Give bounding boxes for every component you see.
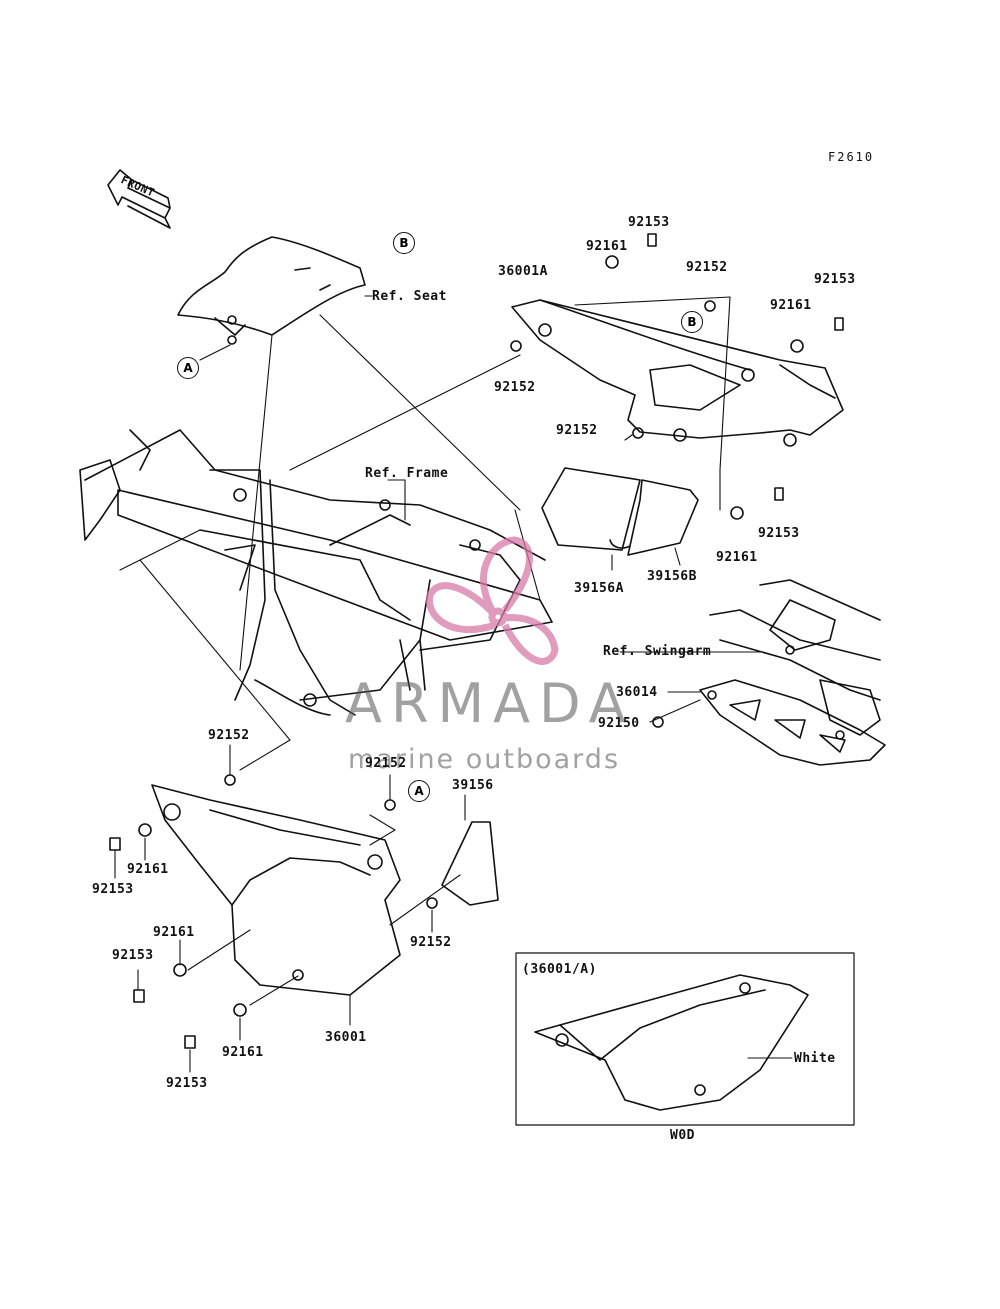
part-92152-left: 92152 <box>208 728 250 743</box>
fasteners <box>109 233 844 1049</box>
part-39156b: 39156B <box>647 569 697 584</box>
ref-frame-label: Ref. Frame <box>365 466 449 481</box>
inset-code: W0D <box>670 1128 695 1143</box>
inset-box <box>515 952 855 1126</box>
part-92161-l1: 92161 <box>127 862 169 877</box>
marker-a-seat: A <box>177 357 199 379</box>
leader-lines <box>114 295 793 1073</box>
ref-seat-label: Ref. Seat <box>372 289 447 304</box>
part-92161-low: 92161 <box>716 550 758 565</box>
watermark-tagline: marine outboards <box>348 744 621 775</box>
marker-b-cover: B <box>681 311 703 333</box>
pad-39156 <box>441 821 499 906</box>
marker-b-seat: B <box>393 232 415 254</box>
pad-39156b <box>627 479 699 556</box>
part-92153-low: 92153 <box>758 526 800 541</box>
part-92152-top: 92152 <box>686 260 728 275</box>
part-92152-center: 92152 <box>494 380 536 395</box>
figure-code: F2610 <box>828 150 875 164</box>
part-92153-right: 92153 <box>814 272 856 287</box>
part-92153-top: 92153 <box>628 215 670 230</box>
propeller-logo-icon <box>425 536 559 665</box>
pad-39156a <box>541 467 641 551</box>
ref-swingarm-label: Ref. Swingarm <box>603 644 712 659</box>
part-39156: 39156 <box>452 778 494 793</box>
seat-ref-outline <box>177 236 366 345</box>
part-92153-l1: 92153 <box>92 882 134 897</box>
part-92152-bot: 92152 <box>410 935 452 950</box>
part-92161-l3: 92161 <box>222 1045 264 1060</box>
part-92150: 92150 <box>598 716 640 731</box>
part-36001: 36001 <box>325 1030 367 1045</box>
part-36001a: 36001A <box>498 264 548 279</box>
chain-guard-36014 <box>699 679 886 766</box>
watermark-brand: ARMADA <box>345 672 635 735</box>
front-arrow-icon <box>107 169 171 229</box>
side-cover-36001a <box>511 299 844 447</box>
part-92153-l3: 92153 <box>166 1076 208 1091</box>
part-36014: 36014 <box>616 685 658 700</box>
part-92153-l2: 92153 <box>112 948 154 963</box>
inset-side-cover <box>534 974 809 1111</box>
part-92152-a: 92152 <box>365 756 407 771</box>
part-92161-l2: 92161 <box>153 925 195 940</box>
part-39156a: 39156A <box>574 581 624 596</box>
part-92161-top: 92161 <box>586 239 628 254</box>
side-cover-36001 <box>151 784 401 996</box>
inset-title: (36001/A) <box>522 962 597 977</box>
marker-a-cover: A <box>408 780 430 802</box>
frame-ref-outline <box>79 429 553 716</box>
part-92152-mid: 92152 <box>556 423 598 438</box>
part-92161-right: 92161 <box>770 298 812 313</box>
inset-color-label: White <box>794 1051 836 1066</box>
swingarm-ref-outline <box>709 579 881 736</box>
